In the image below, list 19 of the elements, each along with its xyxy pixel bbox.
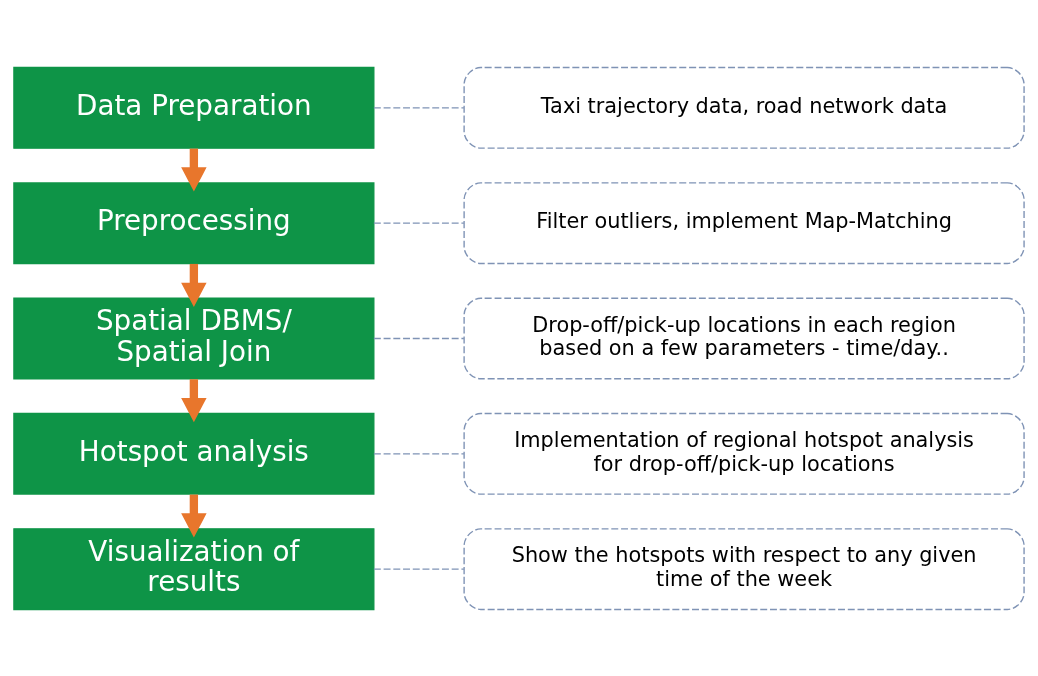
node-box: Drop-off/pick-up locations in each region based on a few parameters - time/day.. (463, 297, 1025, 379)
arrow (181, 378, 207, 422)
connector (373, 452, 465, 454)
arrow (181, 494, 207, 538)
node-box: Hotspot analysis (13, 412, 375, 495)
arrow (181, 263, 207, 307)
connector (373, 106, 465, 109)
node-box: Spatial DBMS/ Spatial Join (13, 297, 375, 379)
arrow (181, 148, 207, 192)
node-box: Visualization of results (13, 527, 375, 610)
connector (373, 222, 465, 224)
node-box: Taxi trajectory data, road network data (463, 66, 1025, 149)
node-box: Filter outliers, implement Map-Matching (463, 181, 1025, 264)
connector (373, 567, 465, 570)
node-box: Implementation of regional hotspot analysis for drop-off/pick-up locations (463, 412, 1025, 495)
node-box: Data Preparation (13, 66, 375, 149)
node-box: Show the hotspots with respect to any given time of the week (463, 527, 1025, 610)
node-box: Preprocessing (13, 181, 375, 264)
connector (373, 337, 465, 339)
